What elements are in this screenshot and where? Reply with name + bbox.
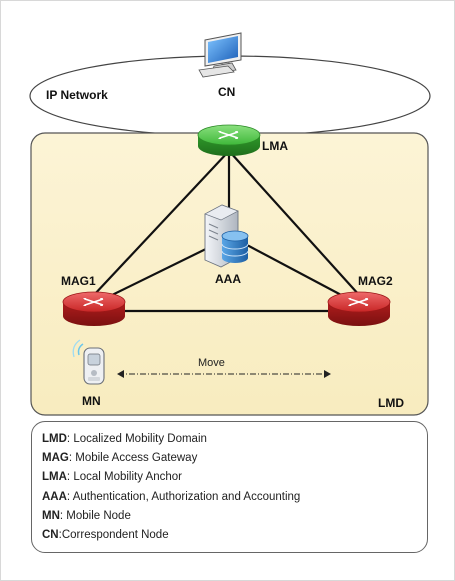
mn-label: MN [82,394,101,408]
lmd-label: LMD [378,396,404,410]
legend-item: CN:Correspondent Node [42,529,169,542]
mag1-router-icon [62,291,126,326]
move-label: Move [198,357,225,369]
legend-item: MN: Mobile Node [42,509,131,522]
aaa-label: AAA [215,272,241,286]
mag1-label: MAG1 [61,274,96,288]
lma-router-icon [197,124,261,156]
legend-item: AAA: Authentication, Authorization and A… [42,490,301,503]
mobile-phone-icon [72,339,105,385]
legend-box: LMD: Localized Mobility Domain MAG: Mobi… [31,421,428,553]
link-lma-mag2 [229,151,361,297]
cn-label: CN [218,85,235,99]
link-lma-mag1 [92,151,229,297]
desktop-computer-icon [198,32,242,78]
mag2-label: MAG2 [358,274,393,288]
legend-item: LMD: Localized Mobility Domain [42,433,207,445]
ip-network-label: IP Network [46,88,108,102]
link-aaa-mag1 [107,244,215,298]
lma-label: LMA [262,139,288,153]
legend-item: LMA: Local Mobility Anchor [42,471,182,484]
database-icon [221,230,249,263]
network-links [92,151,361,313]
legend-item: MAG: Mobile Access Gateway [42,452,198,465]
mag2-router-icon [327,291,391,326]
link-aaa-mag2 [246,244,346,298]
